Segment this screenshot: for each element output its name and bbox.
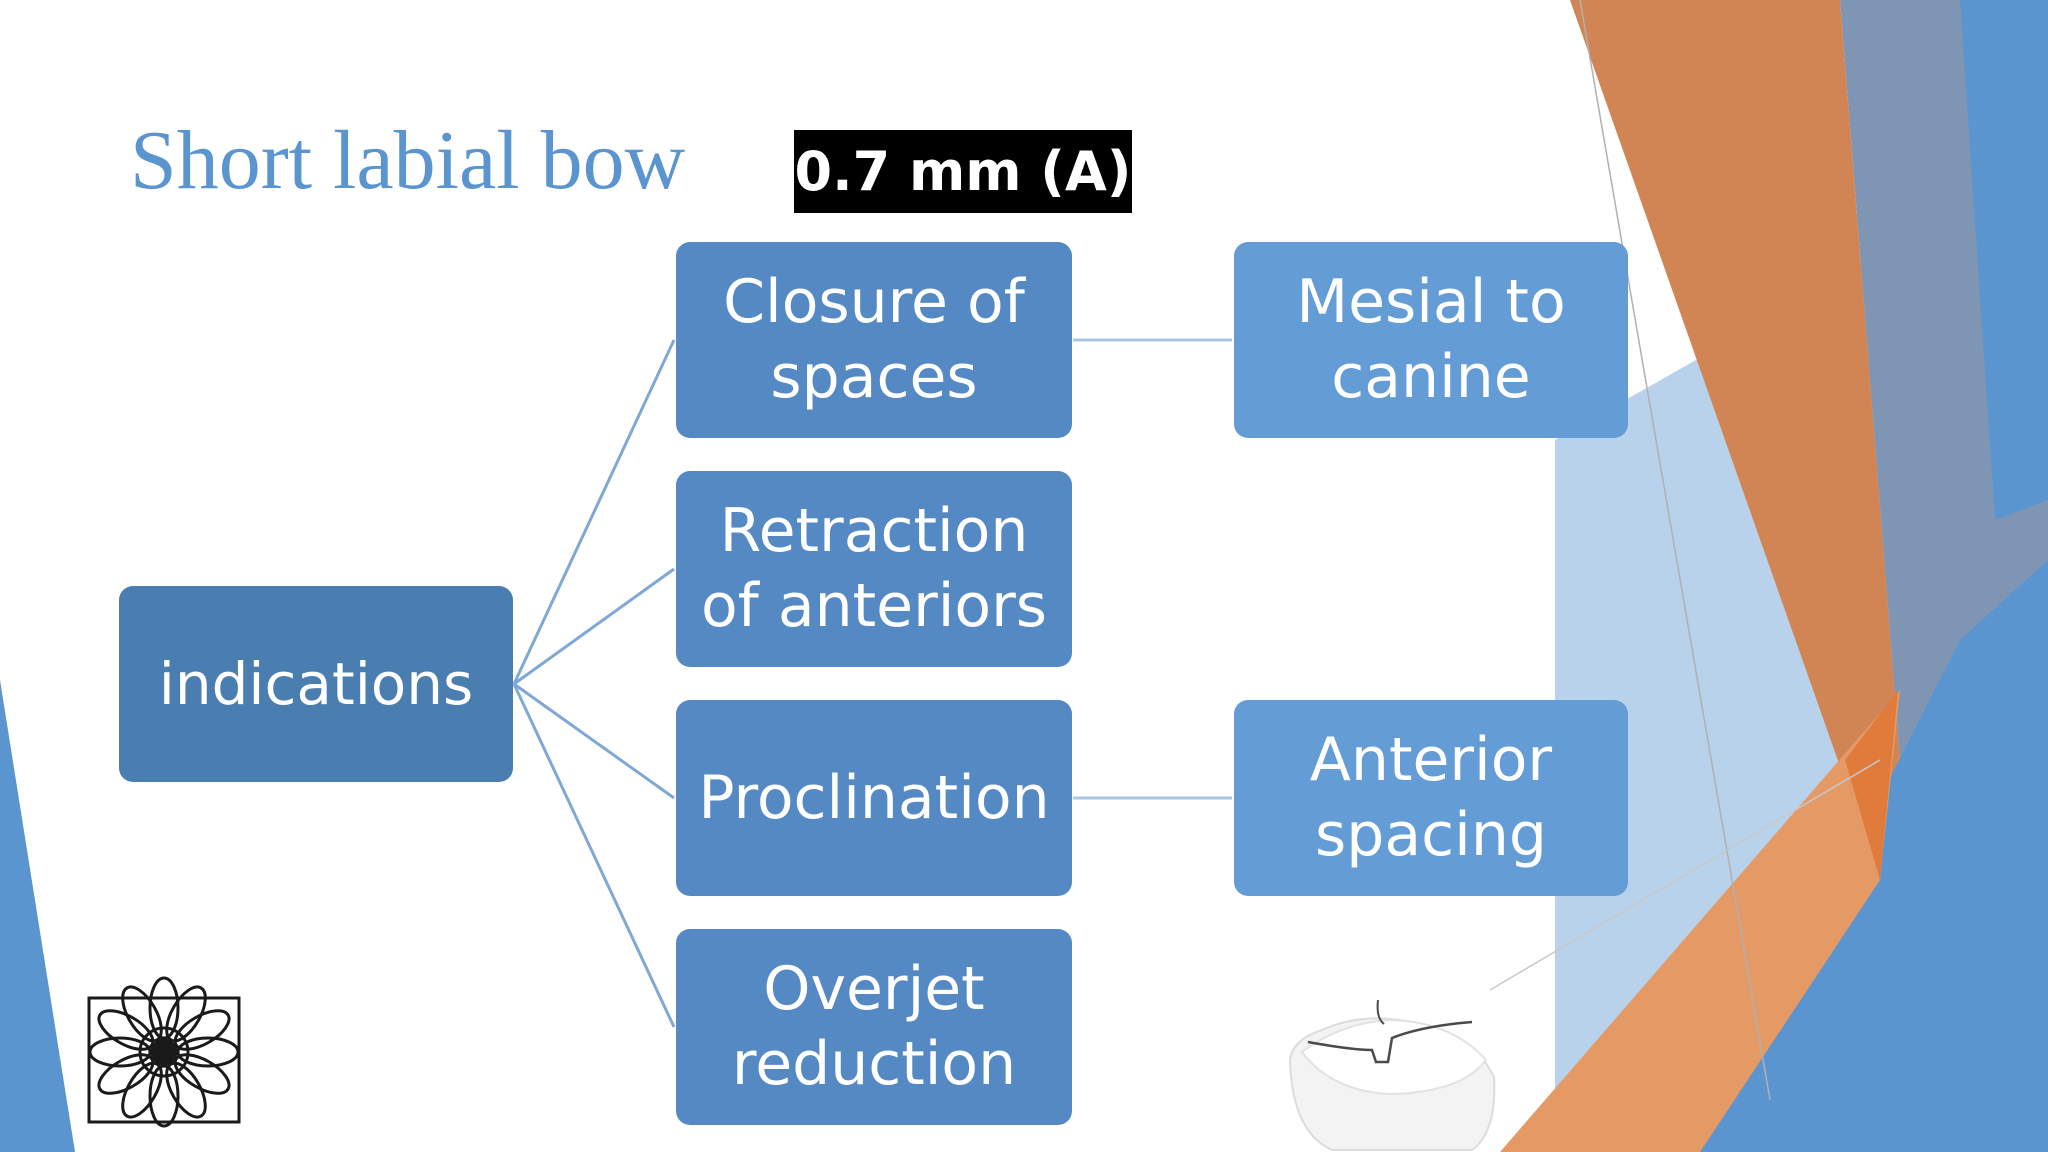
node-overjet-reduction: Overjet reduction xyxy=(676,929,1072,1125)
university-emblem-icon xyxy=(87,976,241,1128)
appliance-photo xyxy=(1288,999,1496,1151)
right-orange-facet-upper xyxy=(1570,0,1900,880)
node-closure-of-spaces-label: Closure of spaces xyxy=(723,267,1025,412)
deco-thin-line xyxy=(1579,0,1771,1101)
wire-size-label: 0.7 mm (A) xyxy=(794,130,1132,213)
node-anterior-spacing: Anterior spacing xyxy=(1234,700,1628,896)
node-closure-of-spaces: Closure of spaces xyxy=(676,242,1072,438)
deco-thin-line xyxy=(1489,759,1881,991)
right-orange-accent xyxy=(1845,690,1898,880)
node-mesial-to-canine: Mesial to canine xyxy=(1234,242,1628,438)
node-anterior-spacing-label: Anterior spacing xyxy=(1309,725,1553,870)
left-blue-wedge xyxy=(0,680,75,1152)
node-indications-label: indications xyxy=(158,649,474,718)
node-overjet-reduction-label: Overjet reduction xyxy=(731,954,1017,1099)
node-retraction-of-anteriors: Retraction of anteriors xyxy=(676,471,1072,667)
node-indications: indications xyxy=(119,586,513,782)
right-blue-facet-upper xyxy=(1960,0,2048,520)
node-mesial-to-canine-label: Mesial to canine xyxy=(1296,267,1566,412)
node-proclination-label: Proclination xyxy=(698,762,1050,833)
node-proclination: Proclination xyxy=(676,700,1072,896)
node-retraction-of-anteriors-label: Retraction of anteriors xyxy=(700,496,1048,641)
right-orange-facet-lower xyxy=(1500,690,1900,1152)
slide-title: Short labial bow xyxy=(130,114,686,207)
